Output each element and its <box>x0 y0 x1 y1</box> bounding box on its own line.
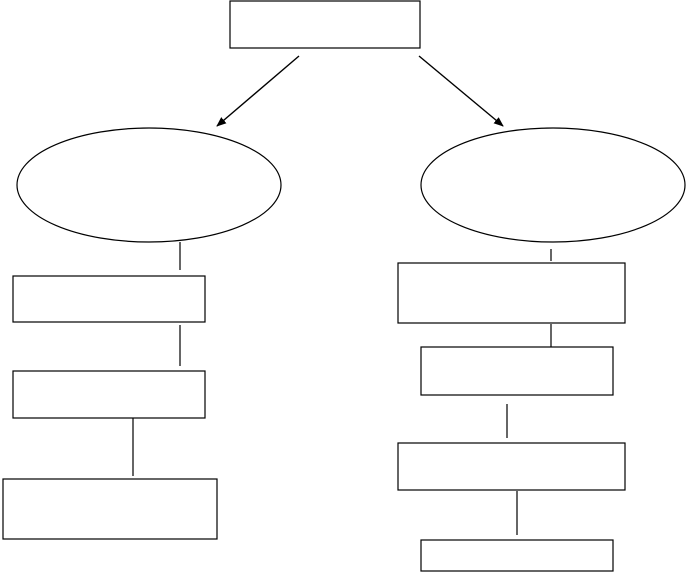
root-to-right-arrow <box>418 55 504 127</box>
right-branch-ellipse <box>420 127 686 243</box>
root-box <box>229 0 421 49</box>
right-box-1 <box>397 262 626 324</box>
root-to-left-arrow <box>216 55 300 127</box>
left-box-1 <box>12 275 206 323</box>
right-box-4 <box>420 539 614 572</box>
left-branch-ellipse <box>16 127 282 243</box>
left-box-2 <box>12 370 206 419</box>
right-box-3 <box>397 442 626 491</box>
left-box-3 <box>2 478 218 540</box>
right-box-2 <box>420 346 614 396</box>
